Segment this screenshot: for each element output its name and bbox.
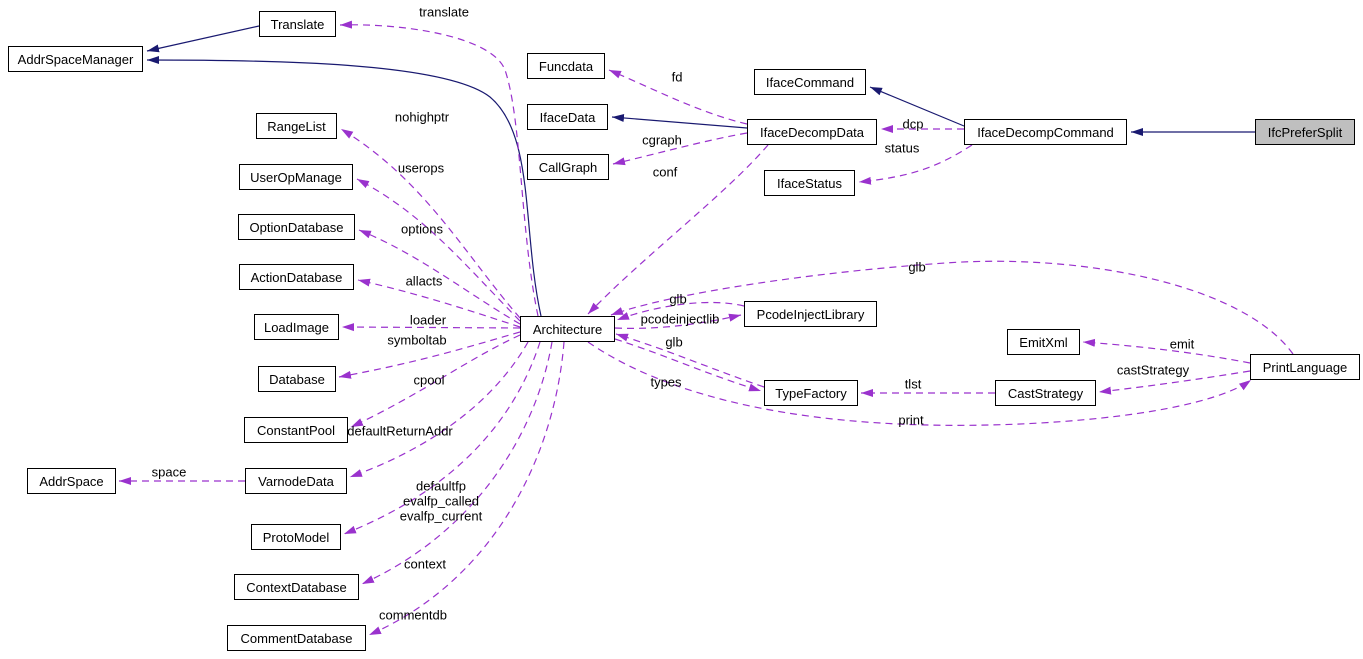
edge-loader: [341, 323, 521, 332]
edge-status: [858, 144, 973, 185]
edge-cgraph: [612, 132, 748, 166]
node-database[interactable]: Database: [258, 366, 336, 392]
node-ifacedecompcommand[interactable]: IfaceDecompCommand: [964, 119, 1127, 145]
node-optiondatabase[interactable]: OptionDatabase: [238, 214, 355, 240]
node-constantpool[interactable]: ConstantPool: [244, 417, 348, 443]
edge-cpool: [350, 334, 521, 428]
edge-inherit-ifacedecompcommand-ifacecommand: [869, 86, 965, 127]
edge-nohighptr: [340, 128, 521, 319]
node-pcodeinjectlibrary[interactable]: PcodeInjectLibrary: [744, 301, 877, 327]
node-emitxml[interactable]: EmitXml: [1007, 329, 1080, 355]
node-loadimage[interactable]: LoadImage: [254, 314, 339, 340]
node-addrspace[interactable]: AddrSpace: [27, 468, 116, 494]
node-printlanguage[interactable]: PrintLanguage: [1250, 354, 1360, 380]
edge-symboltab: [338, 331, 521, 379]
edge-caststrategy: [1098, 370, 1251, 395]
edge-glb-typefactory: [615, 333, 765, 388]
edge-print: [587, 341, 1252, 426]
node-ifacedecompdata[interactable]: IfaceDecompData: [747, 119, 877, 145]
node-rangelist[interactable]: RangeList: [256, 113, 337, 139]
edge-glb-printlanguage: [610, 260, 1294, 355]
node-commentdatabase[interactable]: CommentDatabase: [227, 625, 366, 651]
node-ifcprefersplit[interactable]: IfcPreferSplit: [1255, 119, 1355, 145]
node-typefactory[interactable]: TypeFactory: [764, 380, 858, 406]
edge-emit: [1082, 338, 1251, 364]
edge-commentdb: [368, 341, 565, 636]
edge-allacts: [357, 278, 521, 328]
edge-inherit-ifacedecompdata-ifacedata: [611, 113, 748, 129]
node-translate[interactable]: Translate: [259, 11, 336, 37]
node-ifacedata[interactable]: IfaceData: [527, 104, 608, 130]
node-addrspacemanager[interactable]: AddrSpaceManager: [8, 46, 143, 72]
node-actiondatabase[interactable]: ActionDatabase: [239, 264, 354, 290]
node-useropmanage[interactable]: UserOpManage: [239, 164, 353, 190]
edge-types: [614, 338, 762, 392]
node-callgraph[interactable]: CallGraph: [527, 154, 609, 180]
node-varnodedata[interactable]: VarnodeData: [245, 468, 347, 494]
edge-userops: [356, 178, 521, 322]
edge-inherit-architecture-addrspacemanager: [146, 56, 542, 317]
edge-protomodel-members: [343, 341, 541, 535]
node-ifacestatus[interactable]: IfaceStatus: [764, 170, 855, 196]
edge-inherit-translate-addrspacemanager: [146, 25, 260, 53]
node-ifacecommand[interactable]: IfaceCommand: [754, 69, 866, 95]
node-caststrategy[interactable]: CastStrategy: [995, 380, 1096, 406]
node-architecture[interactable]: Architecture: [520, 316, 615, 342]
edge-glb-pcodeinjectlibrary: [616, 301, 745, 321]
edge-fd: [608, 69, 748, 125]
node-protomodel[interactable]: ProtoModel: [251, 524, 341, 550]
edge-pcodeinjectlib: [614, 313, 742, 329]
edge-context: [361, 341, 553, 585]
node-funcdata[interactable]: Funcdata: [527, 53, 605, 79]
edge-conf: [587, 144, 769, 315]
node-contextdatabase[interactable]: ContextDatabase: [234, 574, 359, 600]
edge-options: [358, 229, 521, 325]
edge-defaultreturnaddr: [349, 341, 529, 478]
